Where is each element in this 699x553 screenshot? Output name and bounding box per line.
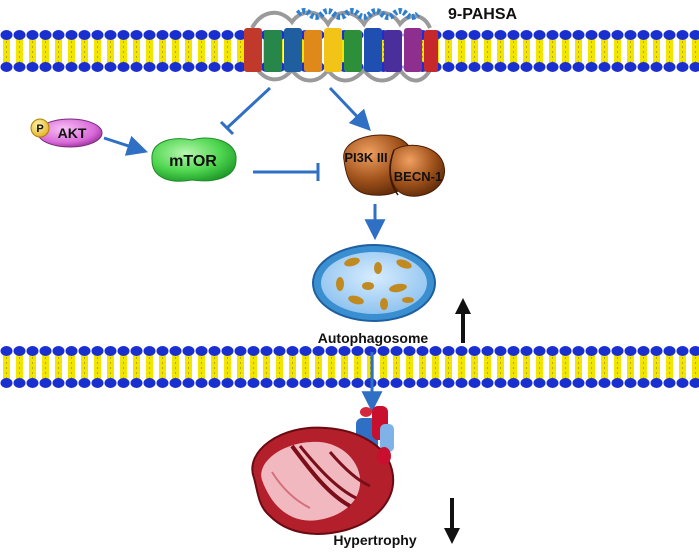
autophagosome-label: Autophagosome: [318, 330, 429, 346]
inhibit-mtor-pi3k: [253, 163, 320, 181]
mtor-node: [151, 137, 237, 182]
receptor-icon: [244, 10, 438, 83]
down-arrow-icon: [444, 498, 460, 544]
arrow-akt-mtor: [103, 135, 148, 156]
heart-icon: [251, 406, 395, 535]
ligand-label: 9-PAHSA: [448, 6, 517, 23]
phospho-label: P: [36, 123, 43, 135]
arrow-receptor-pi3k: [328, 86, 371, 132]
akt-label: AKT: [58, 125, 87, 141]
bottom-membrane: [0, 346, 699, 388]
pi3k-becn-complex: [343, 134, 446, 197]
up-arrow-icon: [455, 298, 471, 343]
autophagosome-icon: [312, 244, 436, 322]
pi3k-label: PI3K III: [344, 150, 387, 165]
inhibit-receptor-mtor: [219, 86, 272, 136]
becn-label: BECN-1: [394, 169, 442, 184]
hypertrophy-label: Hypertrophy: [333, 532, 416, 548]
mtor-label: mTOR: [169, 153, 217, 170]
p-akt-node: [30, 118, 103, 148]
